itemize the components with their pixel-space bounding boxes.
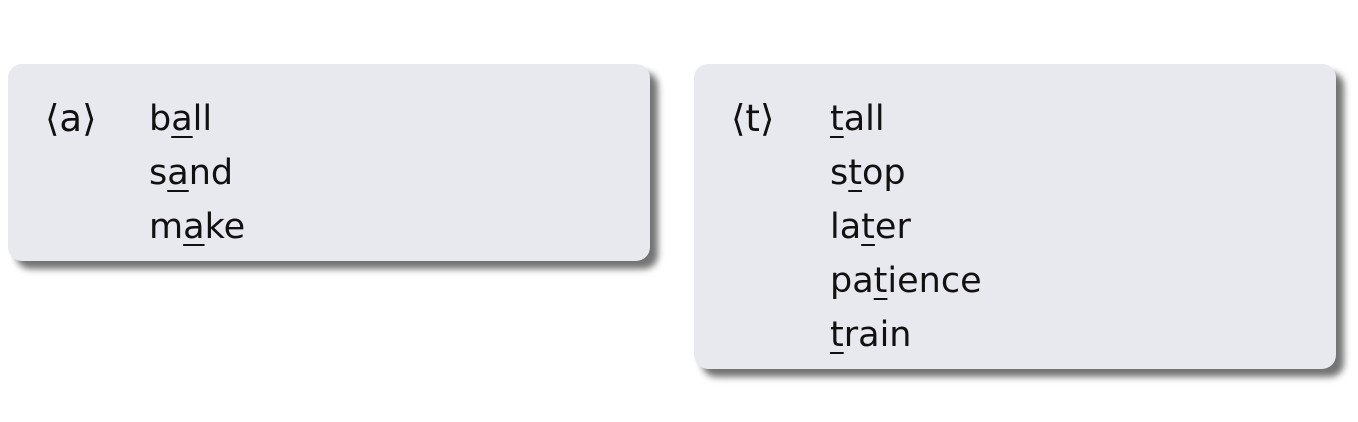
highlighted-grapheme: a bbox=[183, 207, 205, 247]
example-word: train bbox=[830, 315, 912, 355]
grapheme-label: ⟨a⟩ bbox=[45, 97, 97, 140]
example-word: ball bbox=[149, 99, 213, 139]
grapheme-label: ⟨t⟩ bbox=[731, 97, 775, 140]
example-word: later bbox=[830, 207, 911, 247]
example-word: tall bbox=[830, 99, 885, 139]
highlighted-grapheme: t bbox=[873, 261, 888, 301]
highlighted-grapheme: a bbox=[171, 99, 193, 139]
highlighted-grapheme: a bbox=[167, 153, 189, 193]
example-word: patience bbox=[830, 261, 982, 301]
highlighted-grapheme: t bbox=[848, 153, 862, 193]
highlighted-grapheme: t bbox=[830, 99, 844, 139]
example-word: sand bbox=[149, 153, 234, 193]
highlighted-grapheme: t bbox=[861, 207, 875, 247]
example-word-list: ball sand make bbox=[149, 92, 245, 254]
example-word: make bbox=[149, 207, 246, 247]
example-word-list: tall stop later patience train bbox=[830, 92, 982, 362]
highlighted-grapheme: t bbox=[830, 315, 844, 355]
example-word: stop bbox=[830, 153, 906, 193]
grapheme-box-t: ⟨t⟩ tall stop later patience train bbox=[694, 64, 1336, 369]
grapheme-box-a: ⟨a⟩ ball sand make bbox=[8, 64, 650, 261]
